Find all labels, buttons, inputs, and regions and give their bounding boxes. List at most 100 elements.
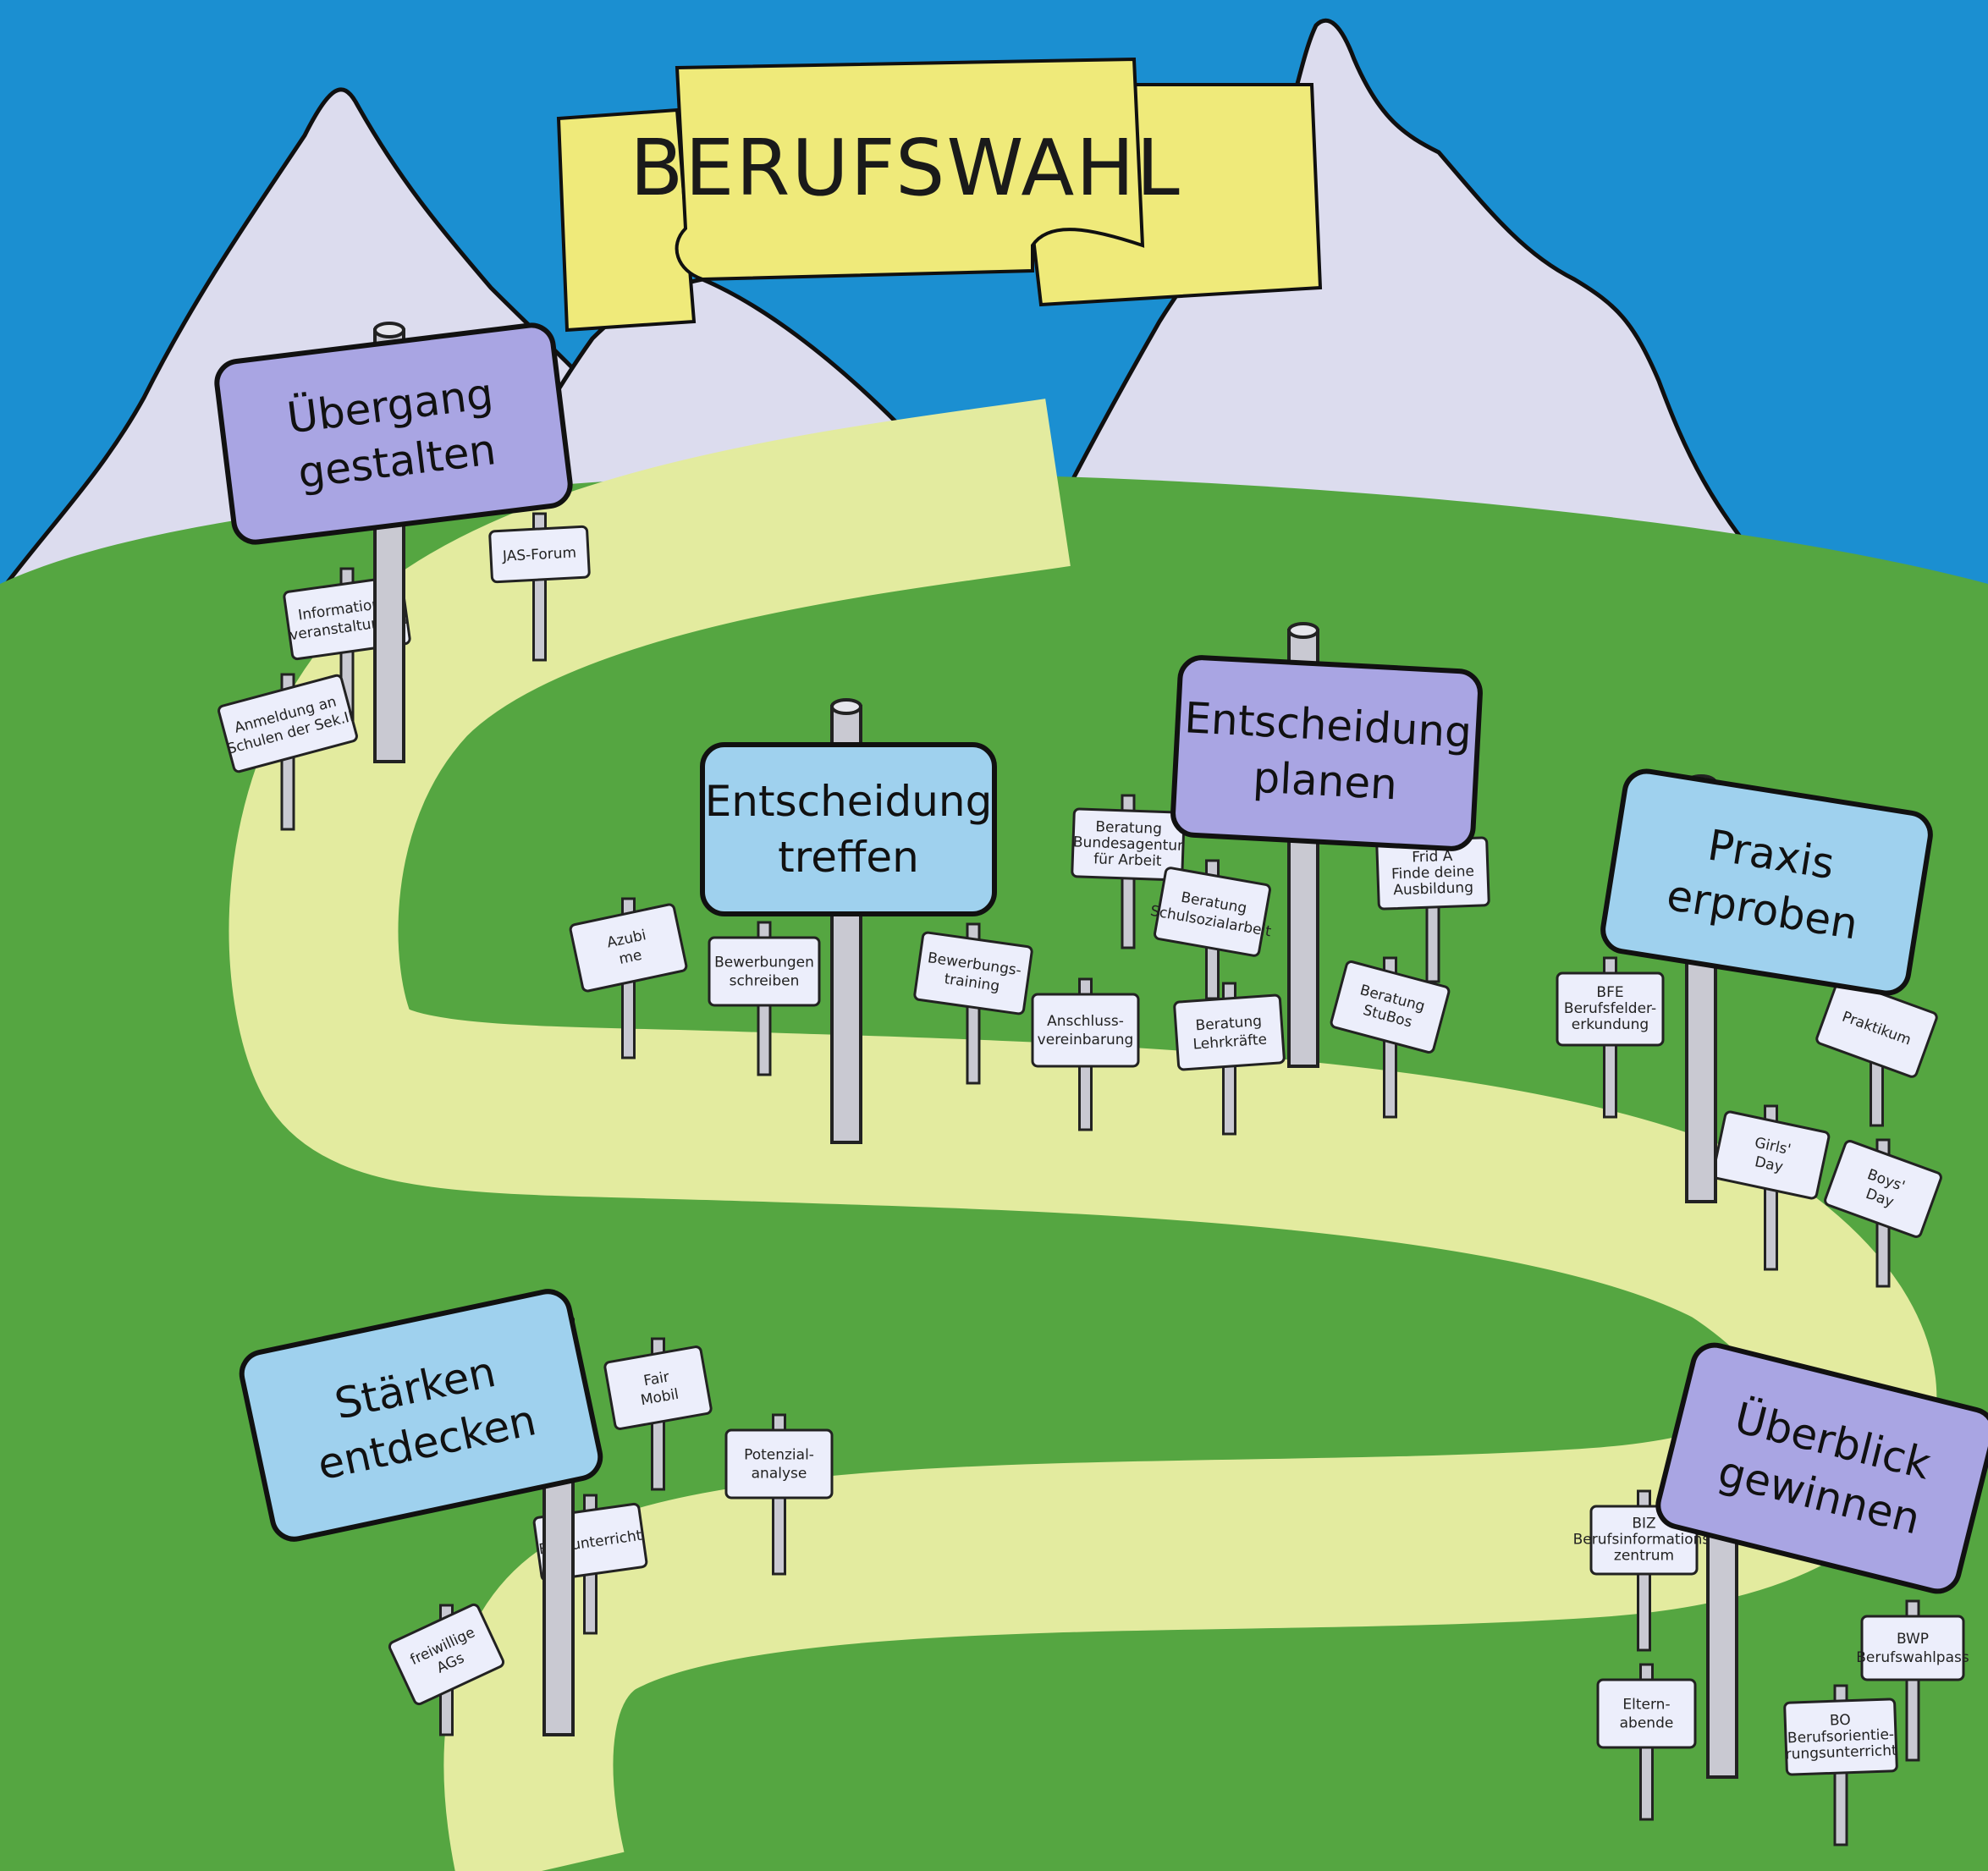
small-sign-bewerbungstraining: Bewerbungs-training — [913, 922, 1033, 1085]
small-sign-board: JAS-Forum — [488, 525, 591, 584]
sign-post-cap — [1287, 622, 1319, 639]
small-sign-label: Frid A — [1412, 848, 1453, 867]
sign-board: Entscheidung treffen — [700, 742, 997, 916]
page-title: BERUFSWAHL — [630, 123, 1181, 213]
small-sign-panel — [1860, 1615, 1965, 1681]
small-sign-panel — [569, 903, 688, 993]
small-sign-board: Bewerbungs-training — [913, 931, 1033, 1015]
sign-panel — [239, 1289, 603, 1542]
small-sign-label: Berufsfelder- — [1564, 1000, 1656, 1017]
small-sign-label: für Arbeit — [1093, 850, 1162, 870]
winding-path — [229, 399, 1937, 1871]
small-sign-panel — [708, 936, 821, 1007]
small-sign-jas-forum: JAS-Forum — [488, 512, 591, 662]
small-sign-label: Bewerbungen — [714, 955, 814, 971]
small-sign-panel — [488, 525, 591, 584]
small-sign-panel — [1031, 993, 1140, 1068]
small-sign-panel — [388, 1603, 505, 1706]
small-sign-label: Ausbildung — [1393, 879, 1473, 899]
small-sign-label: erkundung — [1572, 1016, 1649, 1033]
small-sign-label: BWP — [1897, 1631, 1929, 1648]
small-sign-label: Berufsinformations- — [1573, 1532, 1715, 1549]
small-sign-panel — [724, 1428, 834, 1500]
small-sign-elternabende: Eltern-abende — [1596, 1663, 1697, 1821]
sign-label: Entscheidung — [705, 777, 993, 826]
sign-label: treffen — [778, 833, 919, 882]
small-sign-potenzialanalyse: Potenzial-analyse — [724, 1413, 834, 1576]
small-sign-label: Anschluss- — [1047, 1013, 1124, 1030]
sign-panel — [700, 742, 997, 916]
small-sign-boys-day: Boys'Day — [1824, 1138, 1942, 1288]
small-sign-label: Beratung — [1095, 818, 1162, 838]
small-sign-label: Berufswahlpass — [1856, 1649, 1969, 1666]
sign-post-cap — [830, 698, 862, 715]
small-sign-anschlussvereinbarung: Anschluss-vereinbarung — [1031, 977, 1140, 1131]
small-sign-panel — [1556, 971, 1665, 1047]
small-sign-panel — [1330, 960, 1451, 1054]
small-sign-panel — [1596, 1678, 1697, 1749]
banner-center — [675, 57, 1145, 282]
small-sign-label: BIZ — [1632, 1516, 1655, 1533]
sign-panel — [1600, 768, 1933, 996]
sign-panel — [214, 322, 573, 545]
small-sign-praktikum: Praktikum — [1815, 977, 1938, 1127]
sign-post-cap — [373, 322, 405, 338]
sign-entscheidung-treffen: Entscheidung treffen — [700, 698, 997, 1144]
title-banner: BERUFSWAHL — [556, 57, 1323, 333]
sign-label: planen — [1252, 753, 1398, 810]
small-sign-panel — [1824, 1140, 1942, 1238]
small-sign-panel — [1815, 978, 1938, 1078]
small-sign-panel — [1783, 1698, 1898, 1776]
small-sign-label: Eltern- — [1622, 1697, 1670, 1714]
small-sign-panel — [913, 931, 1033, 1015]
small-sign-label: BO — [1830, 1712, 1851, 1730]
small-sign-panel — [1711, 1110, 1831, 1200]
small-sign-label: Potenzial- — [744, 1447, 814, 1464]
small-sign-board: Praktikum — [1815, 978, 1938, 1078]
small-sign-label: Finde deine — [1391, 863, 1475, 883]
small-sign-label: Bundesagentur — [1073, 834, 1184, 855]
small-sign-board: Potenzial-analyse — [724, 1428, 834, 1500]
small-sign-label: JAS-Forum — [501, 544, 576, 565]
banner-ribbon-left — [556, 107, 697, 333]
small-sign-panel — [603, 1345, 713, 1430]
small-sign-panel — [1173, 993, 1286, 1071]
small-sign-board: Boys'Day — [1824, 1140, 1942, 1238]
small-sign-board: Girls'Day — [1711, 1110, 1831, 1200]
small-sign-label: zentrum — [1614, 1548, 1674, 1565]
main-signs: ÜberganggestaltenEntscheidungtreffenEnts… — [214, 322, 1988, 1779]
small-sign-panel — [1071, 807, 1186, 882]
small-sign-label: analyse — [752, 1466, 807, 1483]
small-sign-label: rungsunterricht — [1785, 1742, 1897, 1764]
small-sign-label: vereinbarung — [1038, 1032, 1134, 1048]
small-sign-panel — [218, 674, 358, 773]
